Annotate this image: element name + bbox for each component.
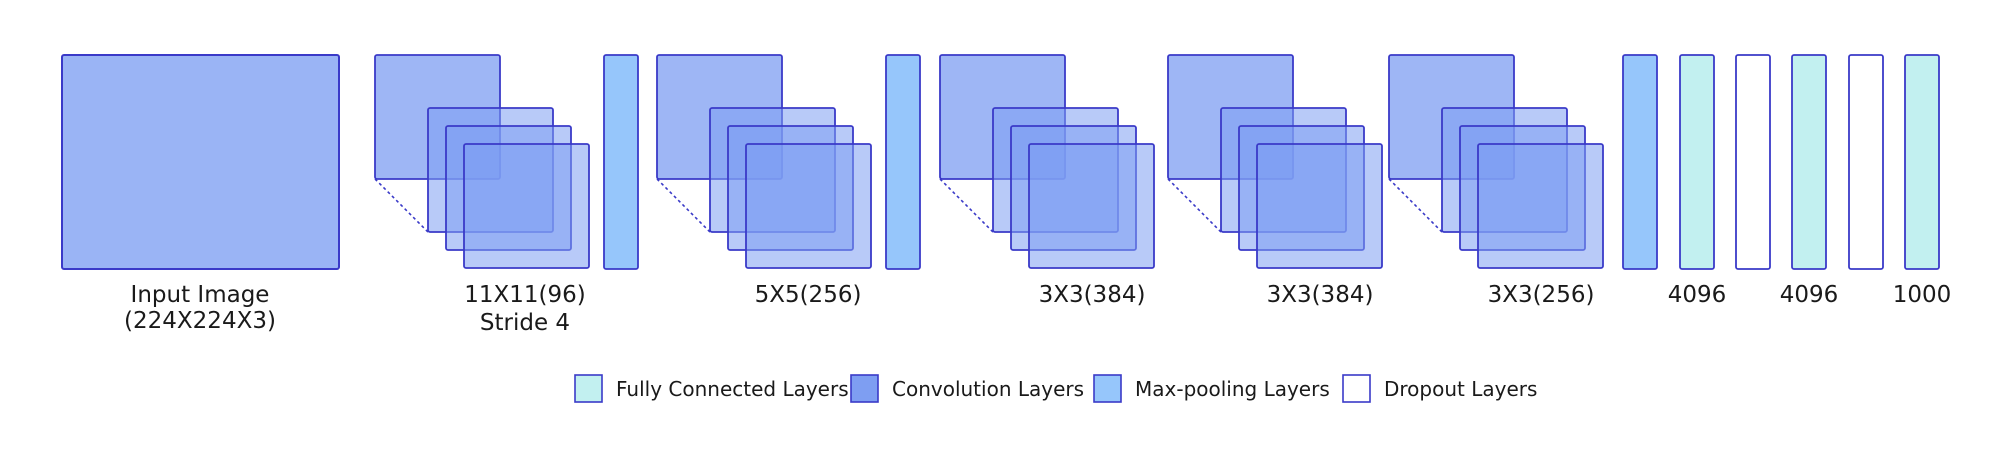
conv-block-2-filter-4 xyxy=(745,143,872,269)
legend-fc-label: Fully Connected Layers xyxy=(616,377,849,401)
legend-conv-swatch xyxy=(850,374,879,403)
maxpool-bar-2 xyxy=(885,54,921,270)
maxpool-bar-1 xyxy=(1622,54,1658,270)
max-pooling-bars xyxy=(603,54,921,270)
fc-3-label: 1000 xyxy=(1893,282,1952,308)
conv-5-label: 3X3(256) xyxy=(1488,282,1595,308)
conv-block-1 xyxy=(374,54,590,269)
conv-block-5 xyxy=(1388,54,1604,269)
conv-block-3-filter-4 xyxy=(1028,143,1155,269)
conv-4-label: 3X3(384) xyxy=(1267,282,1374,308)
maxpool-bar-1 xyxy=(603,54,639,270)
fc-1-label: 4096 xyxy=(1668,282,1727,308)
legend-maxpool-swatch xyxy=(1093,374,1122,403)
legend-fc-swatch xyxy=(574,374,603,403)
conv-block-4 xyxy=(1167,54,1383,269)
legend-dropout-swatch xyxy=(1342,374,1371,403)
dense-layer-bars xyxy=(1622,54,1940,270)
input-image-block: Input Image (224X224X3) xyxy=(61,54,340,334)
input-image-rect xyxy=(61,54,340,270)
conv-block-3-perspective-line xyxy=(939,178,994,233)
conv-block-3 xyxy=(939,54,1155,269)
conv-block-2-perspective-line xyxy=(656,178,711,233)
conv-2-label: 5X5(256) xyxy=(755,282,862,308)
conv-1-label: 11X11(96) xyxy=(464,282,586,308)
conv-block-5-perspective-line xyxy=(1388,178,1443,233)
fc-bar-2 xyxy=(1679,54,1715,270)
conv-block-2 xyxy=(656,54,872,269)
conv-block-1-perspective-line xyxy=(374,178,429,233)
dropout-bar-5 xyxy=(1848,54,1884,270)
legend-dropout-label: Dropout Layers xyxy=(1384,377,1537,401)
convolution-labels: 11X11(96) Stride 4 5X5(256) 3X3(384) 3X3… xyxy=(464,282,1594,336)
fc-bar-4 xyxy=(1791,54,1827,270)
input-image-label: Input Image xyxy=(131,282,270,308)
dense-labels: 4096 4096 1000 xyxy=(1668,282,1952,308)
conv-block-5-filter-4 xyxy=(1477,143,1604,269)
fc-2-label: 4096 xyxy=(1780,282,1839,308)
conv-block-4-perspective-line xyxy=(1167,178,1222,233)
conv-1-stride-label: Stride 4 xyxy=(480,310,570,336)
convolution-blocks xyxy=(374,54,1604,269)
legend-conv-label: Convolution Layers xyxy=(892,377,1084,401)
input-image-size-label: (224X224X3) xyxy=(124,308,276,334)
conv-3-label: 3X3(384) xyxy=(1039,282,1146,308)
fc-bar-6 xyxy=(1904,54,1940,270)
legend-maxpool-label: Max-pooling Layers xyxy=(1135,377,1330,401)
conv-block-4-filter-4 xyxy=(1256,143,1383,269)
legend: Fully Connected Layers Convolution Layer… xyxy=(574,374,1537,403)
dropout-bar-3 xyxy=(1735,54,1771,270)
conv-block-1-filter-4 xyxy=(463,143,590,269)
